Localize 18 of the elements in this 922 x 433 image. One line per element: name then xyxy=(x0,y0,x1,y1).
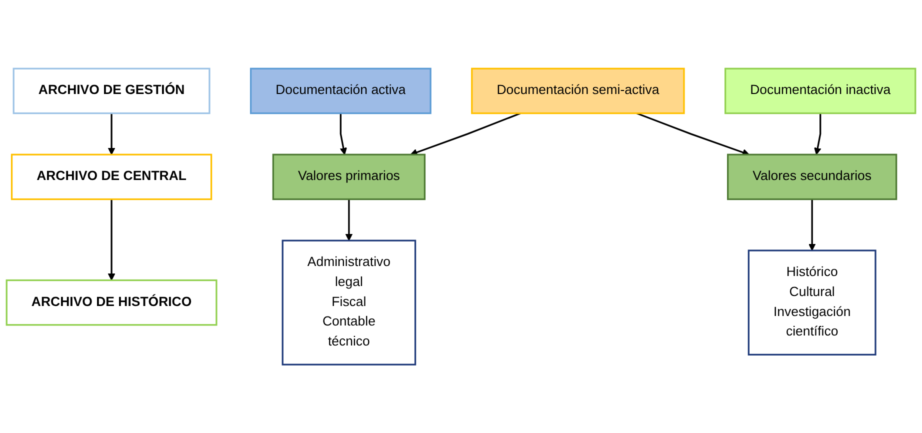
arrow xyxy=(814,113,822,155)
node-box: Valores primarios xyxy=(272,154,426,200)
node-box: Histórico Cultural Investigación científico xyxy=(748,250,876,356)
node-box: ARCHIVO DE HISTÓRICO xyxy=(6,279,218,326)
node-box: ARCHIVO DE GESTIÓN xyxy=(12,68,210,114)
node-box: Documentación inactiva xyxy=(724,68,916,114)
node-box: Valores secundarios xyxy=(727,154,898,200)
arrow xyxy=(340,113,347,155)
node-box: Documentación semi-activa xyxy=(471,68,685,114)
node-box: Administrativo legal Fiscal Contable técnico xyxy=(282,240,416,366)
node-box: Documentación activa xyxy=(250,68,432,114)
arrow xyxy=(808,199,816,251)
arrow xyxy=(410,112,521,156)
arrow xyxy=(108,113,116,155)
arrow xyxy=(345,199,353,241)
arrow xyxy=(108,199,116,280)
node-box: ARCHIVO DE CENTRAL xyxy=(10,154,212,200)
arrow xyxy=(636,112,750,156)
